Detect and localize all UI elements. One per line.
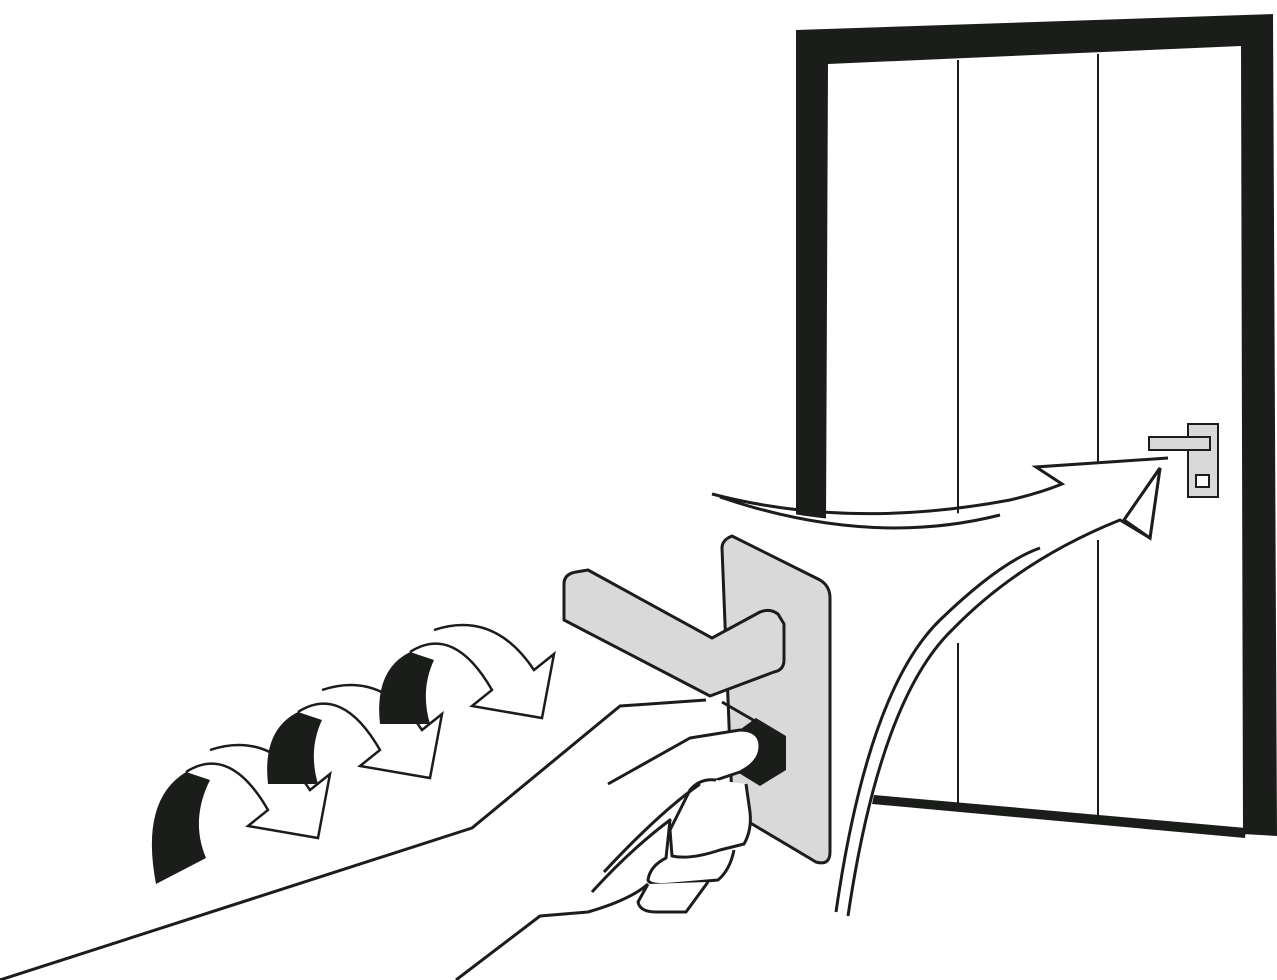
door-bottom-edge — [872, 795, 1246, 838]
forearm — [0, 700, 706, 980]
door — [796, 14, 1277, 838]
finger — [638, 882, 708, 912]
finger — [670, 780, 750, 857]
sweep-arrow-inner — [836, 548, 1040, 912]
rotation-arrow-icon — [379, 625, 554, 724]
forearm-lower — [456, 884, 648, 980]
rotation-arrows — [152, 625, 554, 884]
